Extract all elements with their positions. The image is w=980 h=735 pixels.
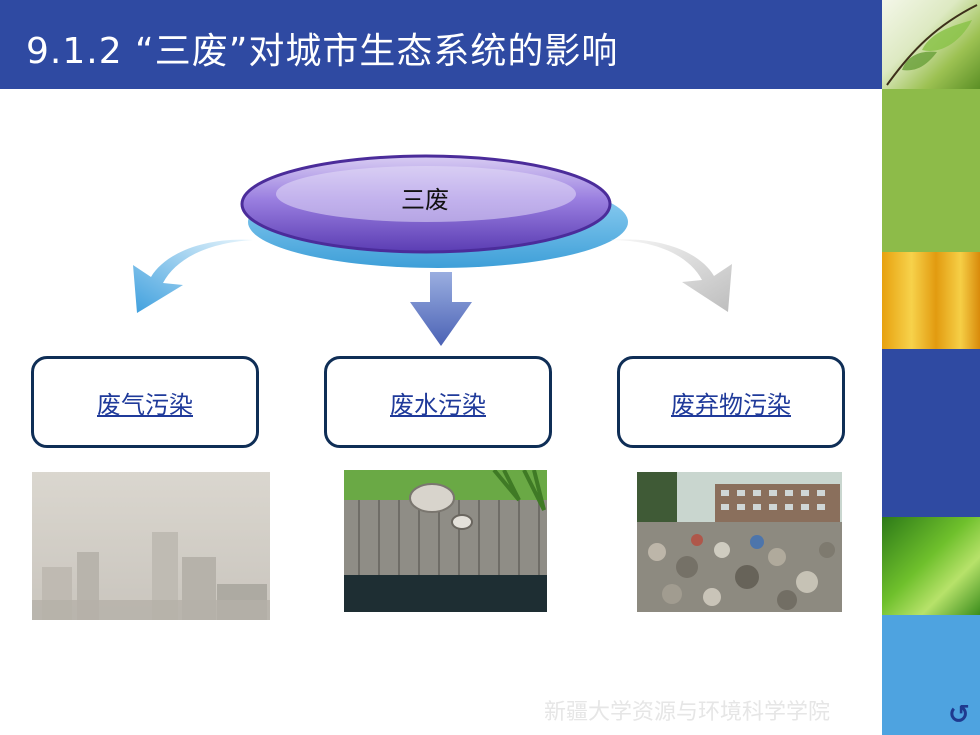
leaf-photo-green xyxy=(882,517,980,615)
box-solid-waste-pollution[interactable]: 废弃物污染 xyxy=(617,356,845,448)
garbage-dump-photo xyxy=(637,472,842,612)
link-air-pollution[interactable]: 废气污染 xyxy=(97,390,193,419)
footer-institution: 新疆大学资源与环境科学学院 xyxy=(544,700,831,725)
sewage-pipe-photo xyxy=(344,470,547,612)
page-title: 9.1.2 “三废”对城市生态系统的影响 xyxy=(26,31,619,72)
center-label: 三废 xyxy=(401,186,449,214)
leaf-icon xyxy=(886,4,978,86)
side-block-blue xyxy=(882,349,980,517)
title-bar: 9.1.2 “三废”对城市生态系统的影响 xyxy=(0,0,882,89)
center-oval xyxy=(240,154,628,268)
link-solid-waste-pollution[interactable]: 废弃物污染 xyxy=(671,390,791,419)
arrow-down-icon xyxy=(410,272,472,346)
box-air-pollution[interactable]: 废气污染 xyxy=(31,356,259,448)
arrow-left-icon xyxy=(133,239,253,313)
leaf-photo-yellow xyxy=(882,252,980,349)
arrow-right-icon xyxy=(610,239,732,312)
link-water-pollution[interactable]: 废水污染 xyxy=(390,390,486,419)
return-icon[interactable]: ↺ xyxy=(948,700,970,730)
side-block-lightblue xyxy=(882,615,980,735)
side-block-green xyxy=(882,89,980,252)
box-water-pollution[interactable]: 废水污染 xyxy=(324,356,552,448)
decorative-side-strip xyxy=(882,0,980,735)
smog-city-photo xyxy=(32,472,270,620)
